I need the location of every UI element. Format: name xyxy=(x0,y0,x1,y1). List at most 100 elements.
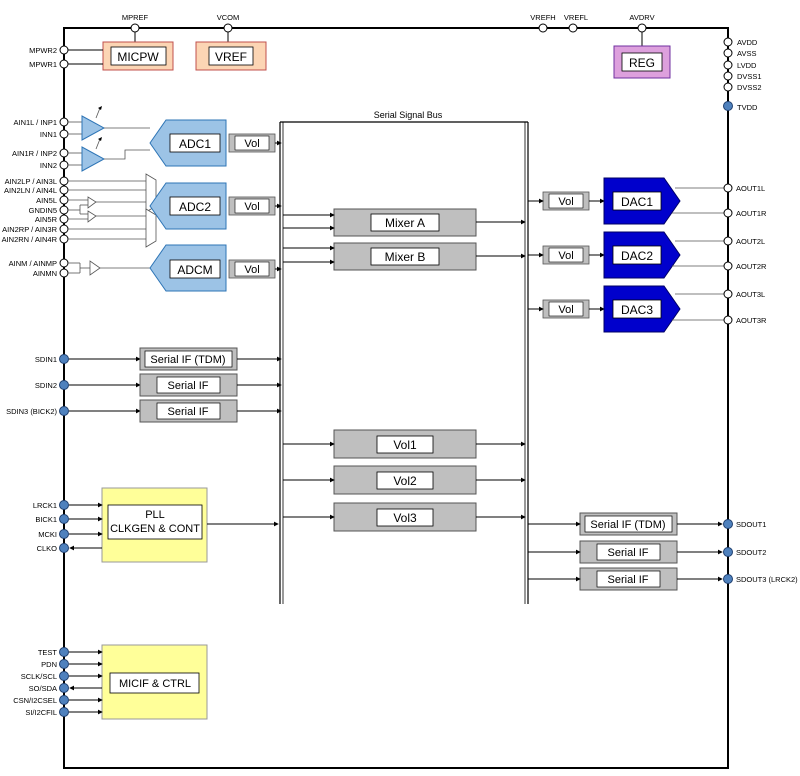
label-bick1: BICK1 xyxy=(35,515,57,524)
pin-vrefl[interactable] xyxy=(568,23,578,33)
pin-vcom[interactable] xyxy=(223,23,233,33)
label-ain2lp: AIN2LP / AIN3L xyxy=(5,177,57,186)
pin-aout3l[interactable] xyxy=(723,289,733,299)
dac1-vol-label: Vol xyxy=(558,196,573,208)
label-ain2rp: AIN2RP / AIN3R xyxy=(2,225,57,234)
label-csn: CSN/I2CSEL xyxy=(13,696,57,705)
aout-pins: AOUT1L AOUT1R AOUT2L AOUT2R AOUT3L AOUT3… xyxy=(723,183,767,325)
serial-if-tdm-out: Serial IF (TDM) xyxy=(579,512,678,536)
label-ain2ln: AIN2LN / AIN4L xyxy=(4,186,57,195)
pin-tvdd[interactable] xyxy=(723,101,733,111)
pin-ain1r[interactable] xyxy=(59,148,69,158)
pin-lrck1[interactable] xyxy=(59,500,69,510)
label-mpwr1: MPWR1 xyxy=(29,60,57,69)
pin-ain5l[interactable] xyxy=(59,195,69,205)
label-sclk: SCLK/SCL xyxy=(21,672,57,681)
dac3-label: DAC3 xyxy=(621,303,653,317)
pin-inn1[interactable] xyxy=(59,129,69,139)
pin-mpref[interactable] xyxy=(130,23,140,33)
mixer-wiring xyxy=(283,212,526,265)
pin-dvss1[interactable] xyxy=(723,71,733,81)
pin-dvss2[interactable] xyxy=(723,82,733,92)
pin-aout2r[interactable] xyxy=(723,261,733,271)
pin-ain2lp[interactable] xyxy=(59,176,69,186)
serial-if-tdm-in: Serial IF (TDM) xyxy=(139,347,238,371)
micpw-block: MICPW xyxy=(102,41,174,71)
pin-sosda[interactable] xyxy=(59,683,69,693)
pin-ain2rn[interactable] xyxy=(59,234,69,244)
power-pins: AVDD AVSS LVDD DVSS1 DVSS2 TVDD xyxy=(723,37,762,112)
label-ainmn: AINMN xyxy=(33,269,57,278)
pin-sclk[interactable] xyxy=(59,671,69,681)
serial-signal-bus xyxy=(279,121,529,604)
adc2-vol: Vol xyxy=(228,196,276,216)
pin-vrefh[interactable] xyxy=(538,23,548,33)
pin-csn[interactable] xyxy=(59,695,69,705)
pin-lvdd[interactable] xyxy=(723,60,733,70)
vol1-block: Vol1 xyxy=(333,429,477,459)
pin-ain1l[interactable] xyxy=(59,117,69,127)
pin-aout1l[interactable] xyxy=(723,183,733,193)
dac2-vol: Vol xyxy=(542,245,590,265)
label-test: TEST xyxy=(38,648,58,657)
pin-sdout3[interactable] xyxy=(723,574,733,584)
buffer-5l-icon xyxy=(87,196,97,209)
pin-test[interactable] xyxy=(59,647,69,657)
pin-sdin3[interactable] xyxy=(59,406,69,416)
serial-if-tdm-out-label: Serial IF (TDM) xyxy=(590,519,665,531)
pin-aout1r[interactable] xyxy=(723,208,733,218)
label-mpwr2: MPWR2 xyxy=(29,46,57,55)
label-aout2l: AOUT2L xyxy=(736,237,765,246)
pin-sdin2[interactable] xyxy=(59,380,69,390)
pll-label-line1: PLL xyxy=(145,509,165,521)
adcm-vol: Vol xyxy=(228,259,276,279)
adc1-block: ADC1 xyxy=(149,119,227,167)
vol3-block: Vol3 xyxy=(333,502,477,532)
micif-block: MICIF & CTRL xyxy=(101,644,208,720)
pin-avss[interactable] xyxy=(723,48,733,58)
pin-aout3r[interactable] xyxy=(723,315,733,325)
label-ain1r: AIN1R / INP2 xyxy=(12,149,57,158)
pin-mpwr1[interactable] xyxy=(59,59,69,69)
mixer-a-label: Mixer A xyxy=(385,216,425,230)
serial-if-tdm-in-label: Serial IF (TDM) xyxy=(150,354,225,366)
label-ain2rn: AIN2RN / AIN4R xyxy=(2,235,58,244)
serial-if-out-2: Serial IF xyxy=(579,540,678,564)
serial-if-in-to-bus xyxy=(237,356,282,414)
dac2-label: DAC2 xyxy=(621,249,653,263)
label-dvss1: DVSS1 xyxy=(737,72,762,81)
dac3-block: DAC3 xyxy=(603,285,681,333)
mixer-b-label: Mixer B xyxy=(385,250,426,264)
pin-ainm[interactable] xyxy=(59,258,69,268)
chip-outline xyxy=(63,27,729,769)
pin-clko[interactable] xyxy=(59,543,69,553)
pin-si[interactable] xyxy=(59,707,69,717)
reg-block: REG xyxy=(613,45,671,79)
pll-block: PLL CLKGEN & CONT xyxy=(101,487,208,563)
pin-avdrv[interactable] xyxy=(637,23,647,33)
label-avss: AVSS xyxy=(737,49,756,58)
pin-mcki[interactable] xyxy=(59,529,69,539)
micif-label: MICIF & CTRL xyxy=(119,678,191,690)
pin-avdd[interactable] xyxy=(723,37,733,47)
reg-label: REG xyxy=(629,56,655,70)
pin-ain2ln[interactable] xyxy=(59,185,69,195)
pin-gndin5[interactable] xyxy=(59,205,69,215)
pin-mpwr2[interactable] xyxy=(59,45,69,55)
label-lvdd: LVDD xyxy=(737,61,757,70)
pin-sdout1[interactable] xyxy=(723,519,733,529)
pin-ain2rp[interactable] xyxy=(59,224,69,234)
pin-bick1[interactable] xyxy=(59,514,69,524)
adc2-block: ADC2 xyxy=(149,182,227,230)
pin-ain5r[interactable] xyxy=(59,214,69,224)
pin-aout2l[interactable] xyxy=(723,236,733,246)
pin-inn2[interactable] xyxy=(59,160,69,170)
pin-sdin1[interactable] xyxy=(59,354,69,364)
adc1-label: ADC1 xyxy=(179,137,211,151)
buffer-5r-icon xyxy=(87,210,97,223)
pin-pdn[interactable] xyxy=(59,659,69,669)
pin-ainmn[interactable] xyxy=(59,268,69,278)
pin-sdout2[interactable] xyxy=(723,547,733,557)
vol2-label: Vol2 xyxy=(393,474,417,488)
